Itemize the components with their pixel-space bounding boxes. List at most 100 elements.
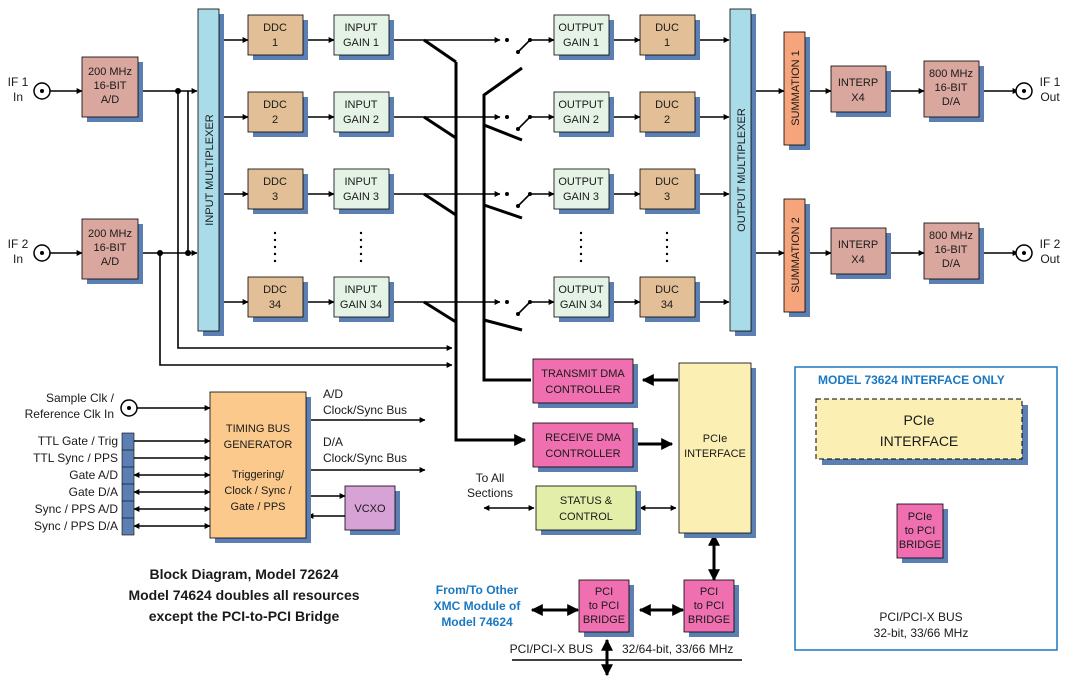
if2-out-connector [1015,244,1033,262]
model-73624-bus-label: PCI/PCI-X BUS [879,610,962,624]
svg-text:Model 74624 doubles all resour: Model 74624 doubles all resources [128,587,359,603]
svg-text:SUMMATION 1: SUMMATION 1 [790,50,802,126]
model-73624-bus-spec: 32-bit, 33/66 MHz [874,626,969,640]
model-73624-title: MODEL 73624 INTERFACE ONLY [818,373,1005,387]
svg-text:Gate A/D: Gate A/D [69,468,118,482]
svg-text:SUMMATION 2: SUMMATION 2 [790,217,802,293]
if1-out-connector [1015,82,1033,100]
summation-2-block: SUMMATION 2 [783,198,810,317]
channel-ellipsis [273,231,669,263]
timing-connector-strip [121,432,135,536]
pci-bus-spec-label: 32/64-bit, 33/66 MHz [622,642,733,656]
svg-text:Block Diagram, Model 72624: Block Diagram, Model 72624 [149,566,338,582]
timing-signal-labels: TTL Gate / Trig TTL Sync / PPS Gate A/D … [33,434,118,533]
svg-text:STATUS &CONTROL: STATUS &CONTROL [559,495,613,523]
svg-text:Sync / PPS A/D: Sync / PPS A/D [35,502,119,516]
svg-text:VCXO: VCXO [354,503,386,515]
svg-text:OUTPUT MULTIPLEXER: OUTPUT MULTIPLEXER [736,108,748,232]
svg-text:except the PCI-to-PCI Bridge: except the PCI-to-PCI Bridge [149,608,340,624]
sample-clk-label: Sample Clk /Reference Clk In [25,391,115,421]
status-control-block: STATUS &CONTROL [535,485,641,535]
svg-text:Triggering/Clock / Sync /Gate: Triggering/Clock / Sync /Gate / PPS [224,469,292,513]
sample-clk-connector [120,399,138,417]
if2-in-connector [33,244,51,262]
summation-1-block: SUMMATION 1 [783,31,810,150]
vcxo-block: VCXO [344,485,400,535]
if1-in-connector [33,82,51,100]
svg-text:TTL Gate / Trig: TTL Gate / Trig [38,434,118,448]
output-multiplexer: OUTPUT MULTIPLEXER [729,8,756,336]
pci-bus-label: PCI/PCI-X BUS [510,642,593,656]
diagram-caption: Block Diagram, Model 72624 Model 74624 d… [128,566,359,624]
svg-text:INPUT MULTIPLEXER: INPUT MULTIPLEXER [204,114,216,226]
svg-text:Gate D/A: Gate D/A [69,485,118,499]
timing-signal-wires [133,438,211,529]
svg-text:TTL Sync / PPS: TTL Sync / PPS [33,451,118,465]
input-multiplexer: INPUT MULTIPLEXER [197,8,224,336]
